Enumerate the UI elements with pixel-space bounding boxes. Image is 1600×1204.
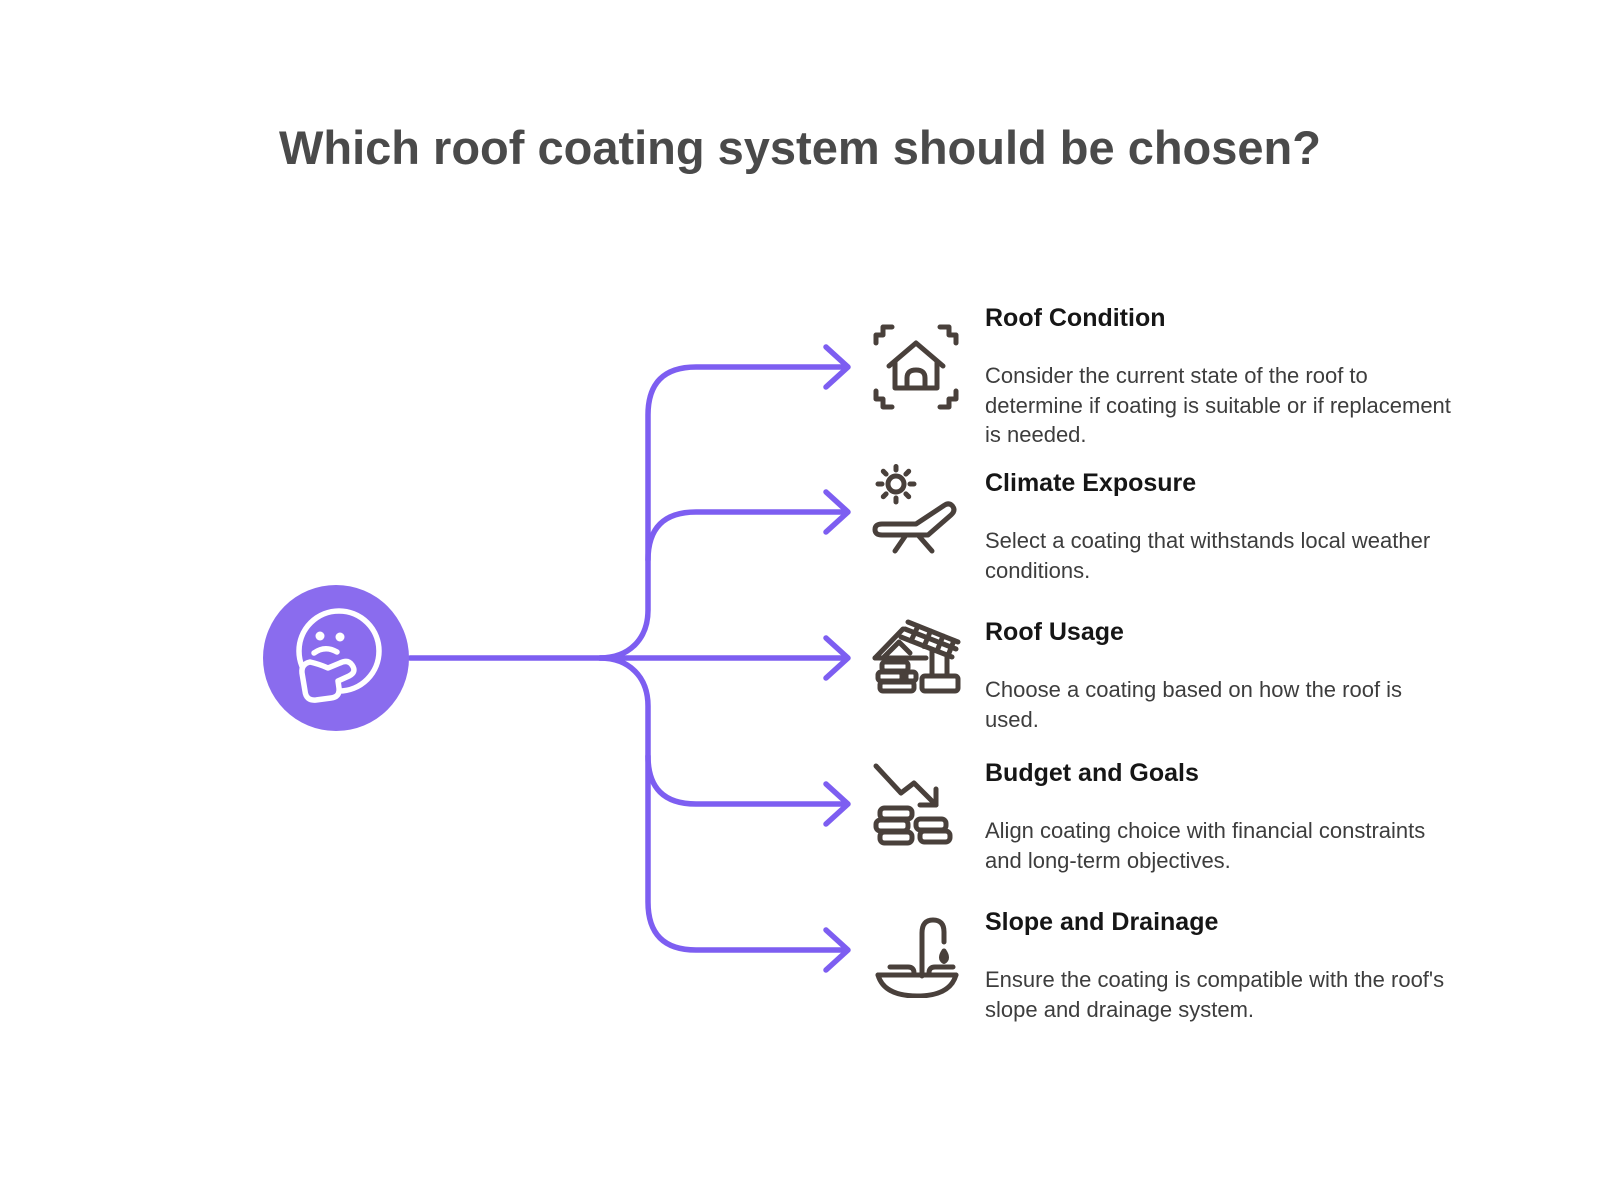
list-item-roof-condition: Roof Condition Consider the current stat…	[985, 303, 1455, 450]
arrow-icon	[823, 344, 851, 390]
item-description: Align coating choice with financial cons…	[985, 818, 1426, 873]
central-node	[263, 585, 409, 731]
thinking-face-icon	[296, 608, 382, 703]
roof-construction-icon	[868, 610, 964, 706]
house-scan-icon	[868, 319, 964, 415]
item-heading: Slope and Drainage	[985, 908, 1219, 936]
arrow-icon	[823, 927, 851, 973]
arrow-icon	[823, 781, 851, 827]
list-item-slope-and-drainage: Slope and Drainage Ensure the coating is…	[985, 907, 1455, 1024]
item-heading: Roof Usage	[985, 618, 1124, 646]
item-description: Ensure the coating is compatible with th…	[985, 967, 1445, 1022]
item-description: Select a coating that withstands local w…	[985, 528, 1431, 583]
arrow-icon	[823, 489, 851, 535]
branch-line-top	[597, 364, 848, 661]
branch-line-4	[645, 753, 848, 807]
node-circle	[263, 585, 409, 731]
item-description: Choose a coating based on how the roof i…	[985, 677, 1403, 732]
list-item-roof-usage: Roof Usage Choose a coating based on how…	[985, 617, 1455, 734]
item-heading: Budget and Goals	[985, 759, 1199, 787]
item-description: Consider the current state of the roof t…	[985, 363, 1451, 447]
page-title: Which roof coating system should be chos…	[279, 121, 1321, 174]
list-item-budget-and-goals: Budget and Goals Align coating choice wi…	[985, 758, 1455, 875]
item-heading: Climate Exposure	[985, 469, 1197, 497]
branch-line-bottom	[597, 655, 848, 953]
arrow-icon	[823, 635, 851, 681]
branch-line-2	[645, 509, 848, 563]
declining-costs-icon	[868, 756, 964, 852]
list-item-climate-exposure: Climate Exposure Select a coating that w…	[985, 468, 1455, 585]
drain-basin-icon	[868, 902, 964, 998]
item-heading: Roof Condition	[985, 304, 1166, 332]
sun-lounger-icon	[868, 464, 964, 560]
